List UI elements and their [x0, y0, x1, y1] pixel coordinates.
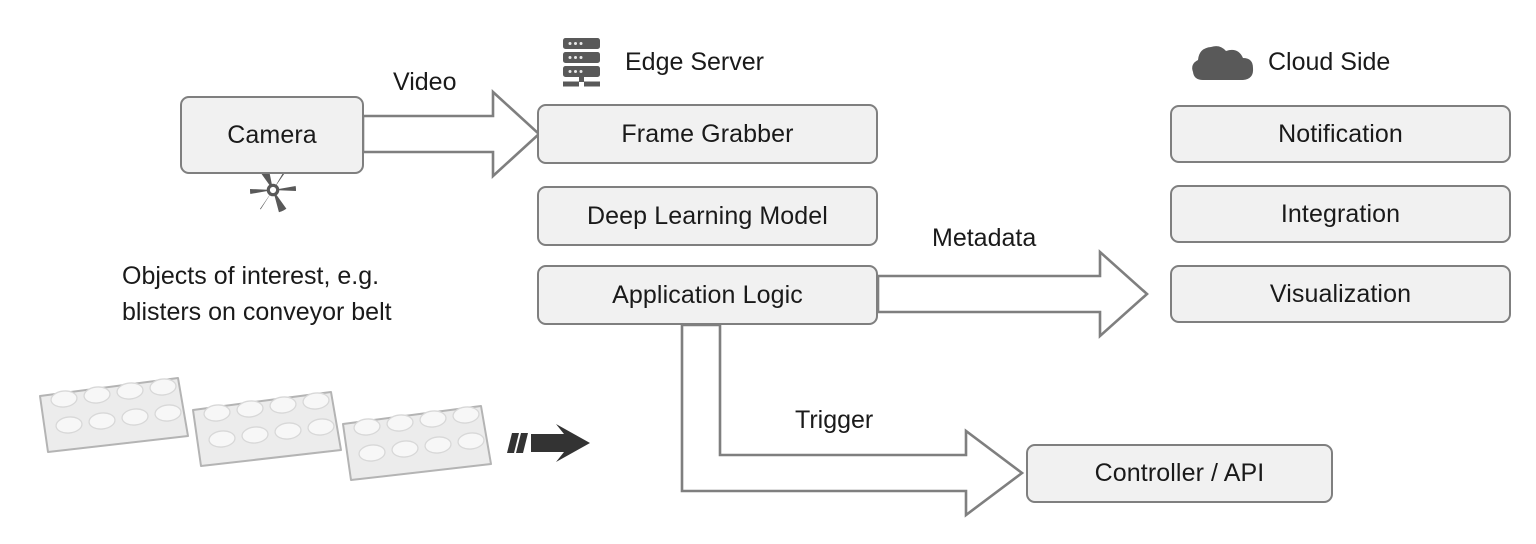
- camera-box[interactable]: Camera: [180, 96, 364, 174]
- edge-server-section-label: Edge Server: [625, 48, 764, 76]
- blister-packs-icon: [39, 377, 492, 481]
- caption-line-2: blisters on conveyor belt: [122, 297, 392, 326]
- trigger-flow-label: Trigger: [795, 406, 874, 434]
- objects-of-interest-caption: Objects of interest, e.g. blisters on co…: [122, 259, 462, 330]
- deep-learning-model-box[interactable]: Deep Learning Model: [537, 186, 878, 246]
- integration-box[interactable]: Integration: [1170, 185, 1511, 243]
- metadata-flow-arrow: [876, 249, 1149, 339]
- frame-grabber-box[interactable]: Frame Grabber: [537, 104, 878, 164]
- visualization-box[interactable]: Visualization: [1170, 265, 1511, 323]
- cloud-side-section-label: Cloud Side: [1268, 48, 1391, 76]
- application-logic-box[interactable]: Application Logic: [537, 265, 878, 325]
- caption-line-1: Objects of interest, e.g.: [122, 262, 380, 290]
- video-flow-label: Video: [393, 68, 457, 96]
- cloud-icon: [1192, 46, 1254, 80]
- motion-arrow-icon: [507, 424, 590, 462]
- controller-api-box[interactable]: Controller / API: [1026, 444, 1333, 503]
- metadata-flow-label: Metadata: [932, 224, 1037, 252]
- server-rack-icon: [563, 38, 600, 87]
- video-flow-arrow: [361, 89, 541, 179]
- notification-box[interactable]: Notification: [1170, 105, 1511, 163]
